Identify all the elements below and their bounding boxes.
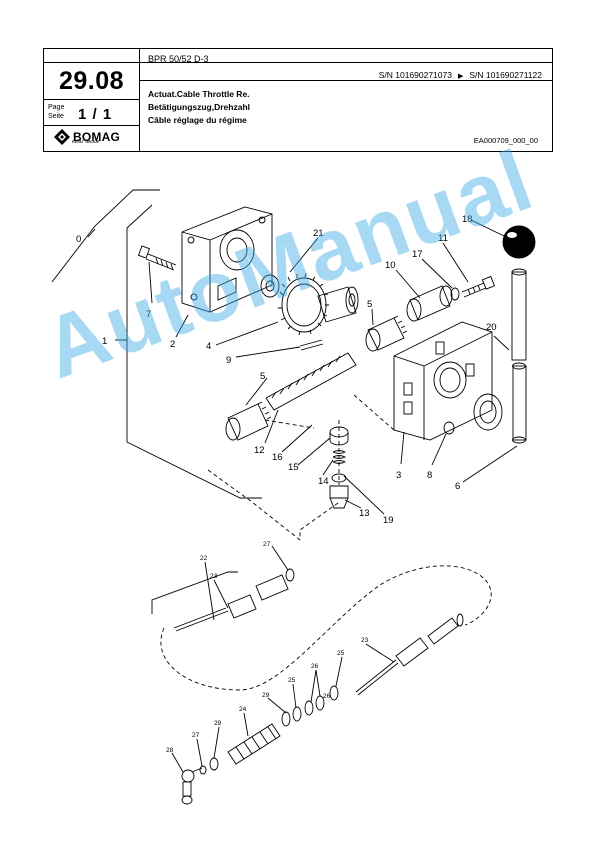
callout-17: 17 (412, 249, 423, 260)
bellows-part (227, 723, 281, 765)
callout-26b: 26 (323, 693, 331, 700)
part-titles: Actuat.Cable Throttle Re. Betätigungszug… (148, 88, 250, 127)
nut-part (443, 421, 455, 435)
callout-27b: 27 (192, 732, 200, 739)
callout-25b: 25 (288, 677, 296, 684)
title-block: 29.08 Page Seite 1 / 1 BOMAG FAYAT GROUP… (43, 48, 553, 152)
washer-part (260, 274, 280, 298)
cable-lower (355, 613, 464, 696)
seal-ring-part (473, 393, 503, 431)
page-number: 29.08 (58, 67, 125, 95)
callout-12: 12 (254, 445, 265, 456)
callout-1: 1 (102, 336, 107, 347)
callout-24: 24 (239, 706, 247, 713)
callout-29b: 29 (214, 720, 222, 727)
serial-range: S/N 101690271073 ▶ S/N 101690271122 (379, 70, 542, 80)
screw-part (137, 245, 177, 271)
callout-20: 20 (486, 322, 497, 333)
divider (139, 62, 553, 63)
cable-upper-end (173, 568, 295, 632)
serial-from: S/N 101690271073 (378, 70, 452, 80)
divider (139, 80, 553, 81)
divider (44, 125, 139, 126)
callout-14: 14 (318, 476, 329, 487)
document-code: EA000709_000_00 (473, 136, 538, 145)
callout-0: 0 (76, 234, 81, 245)
ball-joint-part (181, 757, 219, 805)
leader-lines (148, 219, 518, 773)
callout-23b: 23 (361, 637, 369, 644)
screw-11-part (461, 275, 496, 298)
callout-8: 8 (427, 470, 432, 481)
page-label: Page (48, 104, 65, 111)
callout-26a: 26 (311, 663, 319, 670)
housing-block-part (393, 321, 493, 441)
divider (44, 62, 139, 63)
callout-18: 18 (462, 214, 473, 225)
title-english: Actuat.Cable Throttle Re. (148, 89, 250, 99)
page-label-de: Seite (48, 113, 64, 120)
callout-16: 16 (272, 452, 283, 463)
page-info-block: 29.08 Page Seite 1 / 1 BOMAG FAYAT GROUP (44, 49, 140, 151)
callout-15: 15 (288, 462, 299, 473)
sleeve-part (365, 315, 408, 352)
callout-22: 22 (200, 555, 208, 562)
divider (44, 99, 139, 100)
callout-28: 28 (166, 747, 174, 754)
title-german: Betätigungszug,Drehzahl (148, 102, 251, 112)
page-count: 1 / 1 (78, 106, 113, 123)
pin-part (299, 339, 323, 347)
bomag-diamond-logo-icon (54, 129, 70, 145)
callout-2: 2 (170, 339, 175, 350)
callout-13: 13 (359, 508, 370, 519)
callout-9: 9 (226, 355, 231, 366)
callout-3: 3 (396, 470, 401, 481)
callout-5a: 5 (367, 299, 372, 310)
callout-5b: 5 (260, 371, 265, 382)
callouts-lower: 22 23 23 24 25 25 26 26 27 27 28 29 29 (166, 541, 369, 754)
callout-11: 11 (438, 233, 448, 244)
callout-29a: 29 (262, 692, 270, 699)
housing-plate-part (181, 206, 273, 313)
title-french: Câble réglage du régime (148, 115, 247, 125)
knob-part (502, 225, 536, 259)
callout-7: 7 (146, 309, 151, 320)
spring-stack-parts (329, 426, 349, 509)
bushing-part (406, 285, 453, 322)
callout-25a: 25 (337, 650, 345, 657)
model-designation: BPR 50/52 D-3 (148, 54, 209, 64)
callouts-upper: 0 1 2 3 4 5 5 6 7 8 9 10 11 12 13 14 15 … (76, 214, 497, 526)
serial-arrow-icon: ▶ (457, 73, 464, 80)
small-washer-part (450, 287, 460, 301)
group-brackets (51, 189, 262, 499)
callout-19: 19 (383, 515, 394, 526)
callout-23a: 23 (210, 573, 218, 580)
lever-rod-part (511, 268, 527, 444)
logo-subtitle: FAYAT GROUP (72, 140, 100, 144)
callout-6: 6 (455, 481, 460, 492)
serial-to: S/N 101690271122 (469, 70, 542, 80)
logo-wordmark: BOMAG (73, 129, 120, 144)
lower-bracket (151, 571, 238, 614)
rack-part (265, 352, 357, 411)
callout-27a: 27 (263, 541, 271, 548)
callout-10: 10 (385, 260, 396, 271)
gear-part (278, 272, 359, 336)
washer-stack-parts (281, 685, 339, 727)
callout-21: 21 (313, 228, 324, 239)
callout-4: 4 (206, 341, 211, 352)
dashed-guides (160, 394, 492, 691)
bomag-logo: BOMAG FAYAT GROUP (54, 127, 120, 147)
sleeve-lower-part (225, 401, 272, 441)
